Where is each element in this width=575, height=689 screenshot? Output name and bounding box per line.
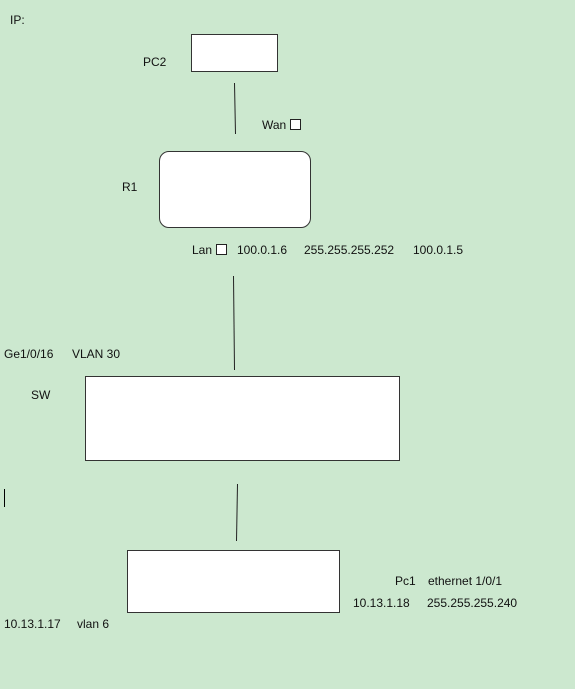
pc1-node <box>127 550 340 613</box>
text-cursor <box>4 489 5 507</box>
sw-vlan: VLAN 30 <box>72 347 121 361</box>
wan-label: Wan <box>262 118 287 132</box>
lan-mask: 255.255.255.252 <box>304 243 395 257</box>
pc2-label: PC2 <box>143 55 167 69</box>
vlan6-label: vlan 6 <box>77 617 110 631</box>
lan-port: Lan <box>192 243 228 257</box>
pc1-interface: ethernet 1/0/1 <box>428 574 503 588</box>
lan-gateway: 100.0.1.5 <box>413 243 464 257</box>
lan-label: Lan <box>192 243 213 257</box>
lan-port-square-icon <box>216 244 228 255</box>
lan-ip: 100.0.1.6 <box>237 243 288 257</box>
pc2-node <box>191 34 278 72</box>
sw-port: Ge1/0/16 <box>4 347 54 361</box>
sw-label: SW <box>31 388 51 402</box>
vlan6-ip: 10.13.1.17 <box>4 617 61 631</box>
ip-label: IP: <box>10 13 25 27</box>
r1-node <box>159 151 311 228</box>
pc1-label: Pc1 <box>395 574 416 588</box>
pc1-mask: 255.255.255.240 <box>427 596 518 610</box>
link-r1-sw <box>233 275 235 371</box>
sw-node <box>85 376 400 461</box>
pc1-ip: 10.13.1.18 <box>353 596 410 610</box>
link-pc2-r1 <box>234 82 236 135</box>
r1-label: R1 <box>122 180 138 194</box>
link-sw-pc1 <box>236 483 238 542</box>
wan-port: Wan <box>262 118 302 132</box>
wan-port-square-icon <box>290 119 302 130</box>
